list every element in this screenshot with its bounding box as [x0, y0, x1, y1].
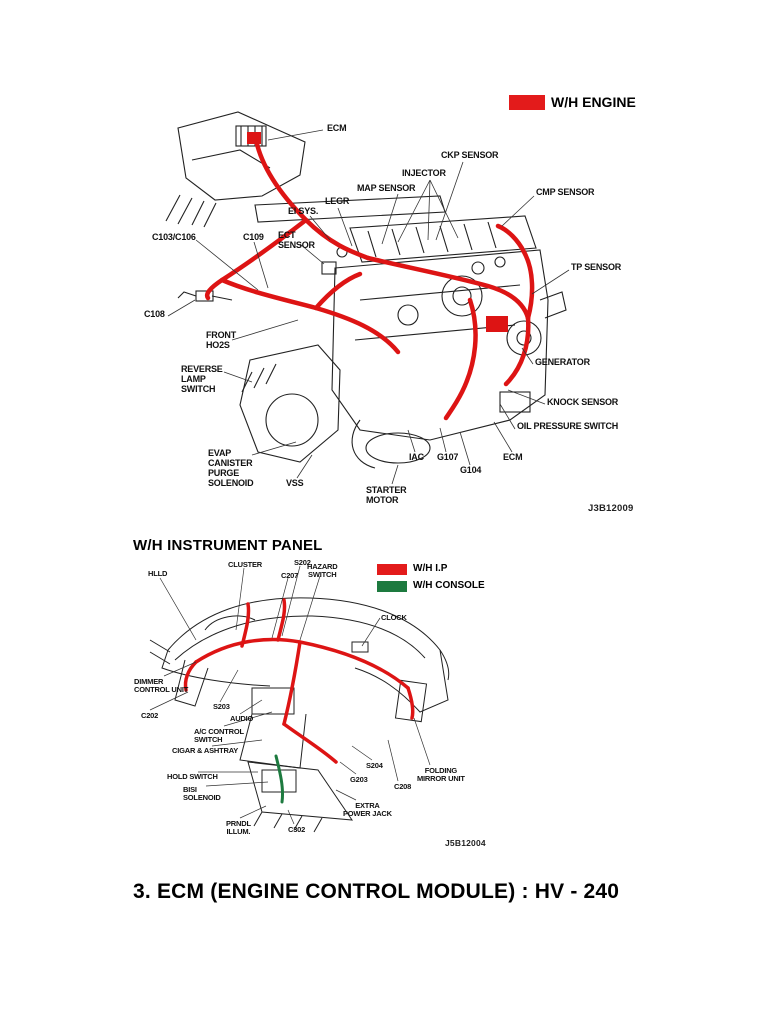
- label-c207: C207: [281, 571, 299, 580]
- label-ecm-top: ECM: [327, 123, 347, 133]
- ip-legend-swatch-red: [377, 564, 407, 575]
- label-cigar-ashtray: CIGAR & ASHTRAY: [172, 746, 239, 755]
- label-ect-sensor: ECT SENSOR: [278, 230, 315, 251]
- label-c103-c106: C103/C106: [152, 232, 196, 242]
- footer-heading: 3. ECM (ENGINE CONTROL MODULE) : HV - 24…: [133, 880, 620, 903]
- label-iac: IAC: [409, 452, 424, 462]
- label-dimmer-control-unit: DIMMER CONTROL UNIT: [134, 677, 189, 695]
- label-s204: S204: [366, 761, 383, 770]
- label-ecm-bottom: ECM: [503, 452, 523, 462]
- label-c108: C108: [144, 309, 165, 319]
- label-cluster: CLUSTER: [228, 560, 263, 569]
- label-bisi-solenoid: BISI SOLENOID: [183, 785, 221, 803]
- label-extra-power-jack: EXTRA POWER JACK: [343, 801, 392, 819]
- ip-leader-lines: [149, 565, 431, 825]
- engine-sketch: [165, 111, 567, 469]
- label-front-ho2s: FRONT HO2S: [206, 330, 236, 351]
- label-c302: C302: [288, 825, 306, 834]
- label-generator: GENERATOR: [535, 357, 590, 367]
- label-hlld: HLLD: [148, 569, 168, 578]
- label-vss: VSS: [286, 478, 304, 488]
- engine-harness-red: [204, 132, 535, 421]
- label-c208: C208: [394, 782, 412, 791]
- ip-diagram-code: J5B12004: [445, 838, 486, 848]
- label-g104: G104: [460, 465, 482, 475]
- label-c202: C202: [141, 711, 159, 720]
- label-g107: G107: [437, 452, 459, 462]
- label-g203: G203: [350, 775, 368, 784]
- ip-legend-swatch-console: [377, 581, 407, 592]
- label-ckp-sensor: CKP SENSOR: [441, 150, 499, 160]
- engine-leader-lines: [167, 129, 570, 485]
- label-folding-mirror-unit: FOLDING MIRROR UNIT: [417, 766, 465, 784]
- ip-section-heading: W/H INSTRUMENT PANEL: [133, 537, 323, 554]
- ip-harness-red: [183, 598, 415, 764]
- label-s202: S202: [294, 558, 311, 567]
- label-oil-pressure-switch: OIL PRESSURE SWITCH: [517, 421, 619, 431]
- engine-diagram-code: J3B12009: [588, 503, 634, 514]
- label-prndl-illum: PRNDL ILLUM.: [226, 819, 251, 837]
- label-map-sensor: MAP SENSOR: [357, 183, 416, 193]
- ip-legend-label-console: W/H CONSOLE: [413, 580, 485, 591]
- label-hold-switch: HOLD SWITCH: [167, 772, 218, 781]
- console-harness-green: [274, 754, 284, 804]
- ip-legend-label-ip: W/H I.P: [413, 563, 448, 574]
- label-ac-control-switch: A/C CONTROL SWITCH: [194, 727, 244, 745]
- label-knock-sensor: KNOCK SENSOR: [547, 397, 619, 407]
- label-legr: LEGR: [325, 196, 350, 206]
- label-evap-canister-purge-solenoid: EVAP CANISTER PURGE SOLENOID: [208, 448, 254, 489]
- label-ei-sys: EI SYS.: [288, 206, 319, 216]
- label-clock: CLOCK: [381, 613, 407, 622]
- instrument-panel-sketch: [149, 597, 450, 833]
- label-cmp-sensor: CMP SENSOR: [536, 187, 595, 197]
- label-audio: AUDIO: [230, 714, 254, 723]
- label-injector: INJECTOR: [402, 168, 446, 178]
- label-hazard-switch: HAZARD SWITCH: [307, 562, 338, 580]
- label-s203: S203: [213, 702, 230, 711]
- label-tp-sensor: TP SENSOR: [571, 262, 622, 272]
- label-starter-motor: STARTER MOTOR: [366, 485, 407, 506]
- engine-legend-label: W/H ENGINE: [551, 94, 636, 110]
- engine-legend-swatch: [509, 95, 545, 110]
- label-c109: C109: [243, 232, 264, 242]
- label-reverse-lamp-switch: REVERSE LAMP SWITCH: [181, 364, 223, 395]
